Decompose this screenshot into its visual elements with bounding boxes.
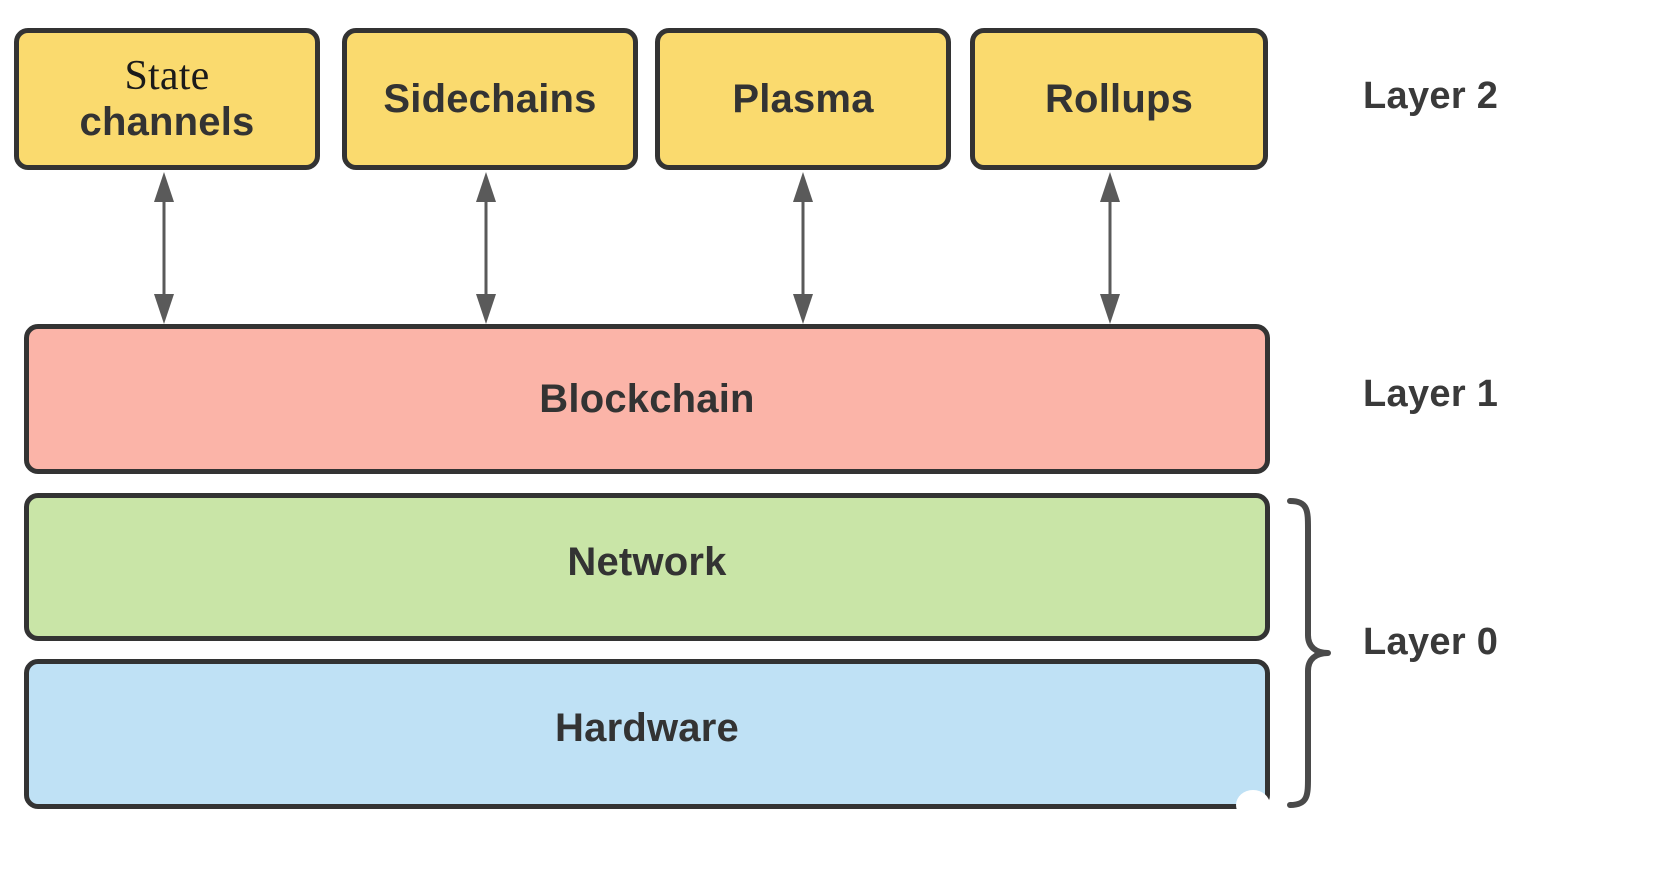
label-layer-0: Layer 0 bbox=[1363, 621, 1499, 663]
arrow-state-channels-to-blockchain bbox=[154, 172, 174, 324]
node-blockchain[interactable]: Blockchain bbox=[24, 324, 1270, 474]
node-network[interactable]: Network bbox=[24, 493, 1270, 641]
node-blockchain-label: Blockchain bbox=[539, 376, 755, 421]
node-state-channels-line1: State bbox=[124, 53, 210, 100]
layer0-brace-icon bbox=[1287, 498, 1331, 808]
node-sidechains-label: Sidechains bbox=[383, 76, 597, 121]
node-rollups-label: Rollups bbox=[1044, 76, 1194, 121]
label-layer-1: Layer 1 bbox=[1363, 373, 1499, 415]
arrow-rollups-to-blockchain bbox=[1100, 172, 1120, 324]
label-layer-2: Layer 2 bbox=[1363, 75, 1499, 117]
node-rollups[interactable]: Rollups bbox=[970, 28, 1268, 170]
node-network-label: Network bbox=[567, 540, 727, 584]
node-plasma-label: Plasma bbox=[732, 76, 874, 121]
node-state-channels-text: State channels bbox=[80, 53, 255, 145]
node-sidechains[interactable]: Sidechains bbox=[342, 28, 638, 170]
node-hardware-label: Hardware bbox=[555, 706, 739, 750]
node-plasma[interactable]: Plasma bbox=[655, 28, 951, 170]
arrow-sidechains-to-blockchain bbox=[476, 172, 496, 324]
arrow-plasma-to-blockchain bbox=[793, 172, 813, 324]
node-hardware[interactable]: Hardware bbox=[24, 659, 1270, 809]
node-state-channels[interactable]: State channels bbox=[14, 28, 320, 170]
hardware-corner-artifact bbox=[1236, 790, 1270, 820]
node-state-channels-line2: channels bbox=[79, 100, 255, 145]
